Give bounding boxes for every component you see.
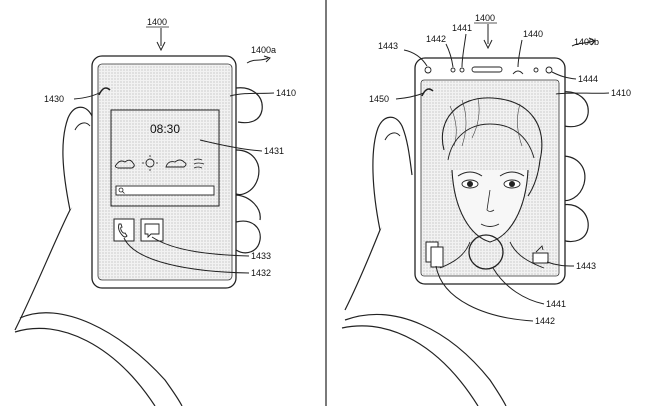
finger-joint: [235, 194, 261, 221]
fig-label-1400-right: 1400: [475, 13, 495, 23]
finger-3: [235, 220, 261, 254]
label-1442-top: 1442: [426, 34, 446, 44]
label-1432: 1432: [251, 268, 271, 278]
label-1450: 1450: [369, 94, 389, 104]
right-finger-1: [561, 91, 589, 128]
wind-icon: [193, 158, 205, 169]
right-finger-2: [561, 155, 586, 202]
label-1433: 1433: [251, 251, 271, 261]
finger-2: [235, 149, 260, 196]
label-1444: 1444: [578, 74, 598, 84]
label-1400b: 1400b: [574, 37, 599, 47]
sleeve-outline: [19, 312, 183, 407]
cloud-icon: [114, 159, 135, 169]
label-1441-bottom: 1441: [546, 299, 566, 309]
face-portrait: [439, 97, 545, 269]
sleeve-inner-outline: [14, 327, 156, 407]
right-thumb: [372, 116, 413, 231]
front-camera-icon: [545, 66, 553, 74]
right-finger-3: [561, 203, 589, 243]
left-corner-curve: [98, 87, 111, 96]
sensor-dot-b-icon: [459, 67, 465, 73]
label-1443-bottom: 1443: [576, 261, 596, 271]
speaker-grille-icon: [471, 66, 503, 73]
right-thumbnail: [384, 132, 401, 141]
thumbnail-outline: [74, 122, 91, 131]
label-1431: 1431: [264, 146, 284, 156]
back-icon[interactable]: [532, 252, 549, 264]
right-panel: 1400 1400b 1443 1442 1441 1440 1444 1450…: [341, 13, 631, 407]
fig-label-1400-left: 1400: [147, 17, 167, 27]
phone-app-icon[interactable]: [113, 218, 135, 242]
right-corner-curve: [421, 88, 434, 97]
label-1410-right: 1410: [611, 88, 631, 98]
message-app-icon[interactable]: [140, 218, 164, 242]
right-sleeve-outline: [344, 313, 507, 407]
label-1440: 1440: [523, 29, 543, 39]
search-bar[interactable]: [115, 185, 215, 196]
cloud-sun-icon: [165, 159, 187, 168]
shutter-button[interactable]: [468, 234, 504, 270]
label-1400a: 1400a: [251, 45, 276, 55]
sensor-right-curve-icon: [512, 70, 524, 75]
label-1430: 1430: [44, 94, 64, 104]
gallery-thumbnail-icon[interactable]: [430, 246, 444, 268]
label-1443-top: 1443: [378, 41, 398, 51]
left-panel: 08:30 1400: [14, 17, 296, 407]
label-1442-bottom: 1442: [535, 316, 555, 326]
right-sleeve-inner: [341, 325, 479, 407]
sensor-dot-a-icon: [450, 67, 456, 73]
back-arrow-icon: [535, 245, 544, 253]
proximity-sensor-icon: [533, 67, 539, 73]
finger-1: [235, 87, 263, 124]
clock-text: 08:30: [150, 122, 180, 136]
sensor-left-icon: [424, 66, 432, 74]
label-1410-left: 1410: [276, 88, 296, 98]
message-glyph: [144, 223, 160, 239]
search-icon: [118, 187, 125, 194]
phone-glyph: [118, 223, 128, 238]
sun-icon: [142, 155, 158, 171]
label-1441-top: 1441: [452, 23, 472, 33]
